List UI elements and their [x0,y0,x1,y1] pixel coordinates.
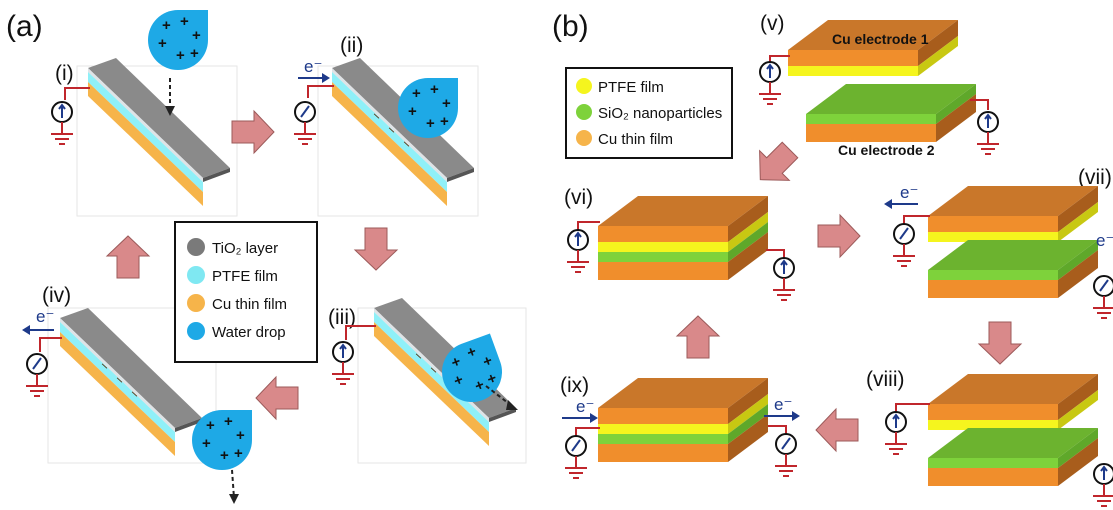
legend-b-swatch-1 [576,104,592,120]
electron-label-vii-b: e⁻ [1096,231,1113,250]
ammeter-icon-ix [564,435,588,479]
ammeter-icon-viii-b [1092,463,1113,507]
ammeter-icon-v [758,61,782,105]
water-drop-iv [192,410,252,470]
legend-box-b [565,67,733,159]
step-frame-iii [357,307,527,464]
wire-vii [903,215,930,224]
step-label-ii: (ii) [340,34,363,57]
legend-a-swatch-3 [187,322,205,340]
device-stack-vi [598,196,768,280]
wire-v-top [769,55,790,62]
wire-ii [307,85,334,98]
ammeter-icon-iv [25,353,49,397]
ammeter-icon-v-bottom [976,111,1000,155]
flow-arrow-ii-iii [354,227,398,271]
legend-a-swatch-1 [187,266,205,284]
ammeter-icon-ii [293,101,317,145]
flow-arrow-vii-viii [978,321,1022,365]
device-bottom-viii [928,428,1098,486]
wire-v-bottom [970,99,989,110]
legend-b-swatch-2 [576,130,592,146]
device-top-vii [928,186,1098,242]
step-label-vi: (vi) [564,186,593,209]
legend-b-label-1: SiO₂ nanoparticles [598,105,722,122]
ammeter-icon-vi-b [772,257,796,301]
legend-a-swatch-2 [187,294,205,312]
device-top-v [788,20,958,76]
wire-viii [895,403,930,412]
panel-label-a: (a) [6,10,43,43]
device-bottom-v [806,84,976,142]
flow-arrow-v-vi [744,134,806,196]
step-label-iii: (iii) [328,306,356,329]
water-drop-ii [398,78,458,138]
wire-vi-b [766,249,785,258]
device-bottom-vii [928,240,1098,298]
wire-iii [345,325,376,340]
electron-label-vii: e⁻ [900,183,918,202]
ammeter-icon-i [50,101,74,145]
flow-arrow-viii-ix [815,408,859,452]
legend-a-label-3: Water drop [212,324,286,341]
legend-b-label-2: Cu thin film [598,131,673,148]
step-label-v: (v) [760,12,785,35]
ammeter-icon-viii [884,411,908,455]
step-frame-ii [317,65,479,217]
ammeter-icon-vi [566,229,590,273]
electron-label-ii: e⁻ [304,57,322,76]
wire-i [64,87,90,100]
electron-label-ix-b: e⁻ [774,395,792,414]
step-label-ix: (ix) [560,374,589,397]
legend-b-swatch-0 [576,78,592,94]
device-slab-i [88,58,230,206]
legend-a-label-1: PTFE film [212,268,278,285]
wire-vi [577,221,600,230]
step-label-i: (i) [55,62,74,85]
slide-arrow-iii [485,385,513,407]
step-label-iv: (iv) [42,284,71,307]
wire-iv [39,337,62,352]
flow-arrow-ix-vi [676,315,720,359]
step-label-vii: (vii) [1078,166,1112,189]
legend-a-swatch-0 [187,238,205,256]
ammeter-icon-iii [331,341,355,385]
step-label-viii: (viii) [866,368,904,391]
legend-a-label-0: TiO₂ layer [212,240,278,257]
wire-ix-b [768,425,787,434]
legend-a-label-2: Cu thin film [212,296,287,313]
panel-label-b: (b) [552,10,589,43]
electrode-bottom-label: Cu electrode 2 [838,142,935,158]
water-drop-i [148,10,208,70]
wire-ix [575,427,600,436]
ammeter-icon-vii [892,223,916,267]
device-stack-ix [598,378,768,462]
flow-arrow-i-ii [231,110,275,154]
flow-arrow-vi-vii [817,214,861,258]
electrode-top-label: Cu electrode 1 [832,31,929,47]
ammeter-icon-ix-b [774,433,798,477]
device-top-viii [928,374,1098,430]
ammeter-icon-vii-b [1092,275,1113,319]
flow-arrow-iii-iv [255,376,299,420]
fall-arrow-iv [231,469,235,499]
legend-b-label-0: PTFE film [598,79,664,96]
electron-label-ix: e⁻ [576,397,594,416]
flow-arrow-iv-i [106,235,150,279]
electron-label-iv: e⁻ [36,307,54,326]
